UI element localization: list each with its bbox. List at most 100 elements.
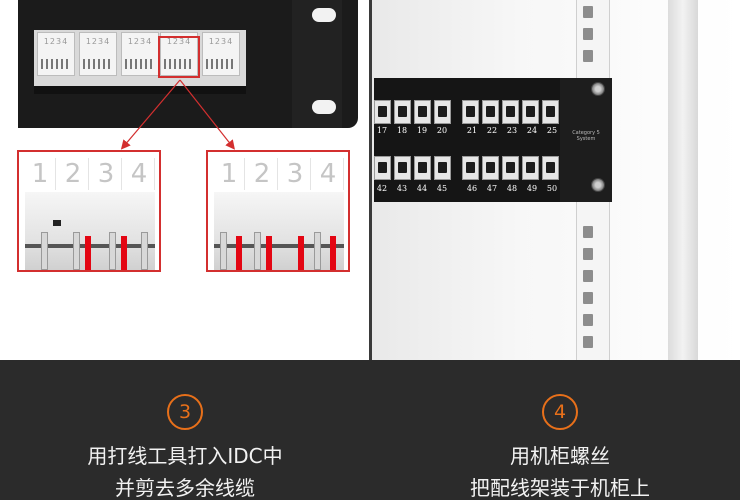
- port-numbers-top-b: 21 22 23 24 25: [462, 126, 562, 135]
- rack-hole: [583, 336, 593, 348]
- idc-module-pins: [41, 59, 71, 69]
- ear-label-line2: System: [576, 136, 596, 142]
- idc-blade: [220, 232, 227, 270]
- rack-hole: [583, 270, 593, 282]
- zoom-module-body: [25, 192, 155, 270]
- zoom-digit: 4: [124, 158, 155, 190]
- port-number: 43: [396, 184, 408, 193]
- rj45-port: [394, 100, 411, 124]
- port-number: 42: [376, 184, 388, 193]
- idc-module-pins: [125, 59, 155, 69]
- rj45-port: [542, 156, 559, 180]
- wire-red: [266, 236, 272, 270]
- step-3-caption-line2: 并剪去多余线缆: [115, 476, 255, 500]
- rj45-port: [374, 100, 391, 124]
- idc-module: 1234: [37, 32, 75, 76]
- rj45-port: [434, 156, 451, 180]
- step-4-caption-line1: 用机柜螺丝: [510, 444, 610, 468]
- rack-hole: [583, 292, 593, 304]
- rj45-port: [482, 156, 499, 180]
- port-number: 21: [466, 126, 478, 135]
- idc-module-digits: 1234: [208, 37, 234, 46]
- rack-hole: [583, 28, 593, 40]
- zoom-view-before: 1 2 3 4: [17, 150, 161, 272]
- port-number: 50: [546, 184, 558, 193]
- mount-slot-top: [312, 8, 336, 22]
- port-number: 23: [506, 126, 518, 135]
- mount-slot-bottom: [312, 100, 336, 114]
- zoom-digit-row: 1 2 3 4: [25, 158, 155, 190]
- idc-module: 1234: [121, 32, 159, 76]
- idc-blade: [254, 232, 261, 270]
- port-number: 49: [526, 184, 538, 193]
- port-number: 18: [396, 126, 408, 135]
- zoom-marker: [53, 220, 61, 226]
- zoom-digit: 4: [313, 158, 344, 190]
- rj45-port: [434, 100, 451, 124]
- wire-red: [121, 236, 127, 270]
- idc-module-digits: 1234: [166, 37, 192, 46]
- step-number-badge: 4: [542, 394, 578, 430]
- port-number: 46: [466, 184, 478, 193]
- rj45-port: [394, 156, 411, 180]
- rack-post: [668, 0, 698, 360]
- zoom-digit: 1: [25, 158, 56, 190]
- idc-blade: [314, 232, 321, 270]
- rj45-port: [462, 100, 479, 124]
- rj45-port: [522, 100, 539, 124]
- rj45-port: [522, 156, 539, 180]
- rack-hole: [583, 248, 593, 260]
- port-group-bottom-b: [462, 156, 559, 180]
- port-group-top-b: [462, 100, 559, 124]
- zoom-rail: [214, 244, 344, 248]
- rack-screw-bottom: [591, 178, 605, 192]
- wire-red: [298, 236, 304, 270]
- idc-blade: [141, 232, 148, 270]
- step-number-badge: 3: [167, 394, 203, 430]
- wire-red: [236, 236, 242, 270]
- idc-module: 1234: [202, 32, 240, 76]
- zoom-digit: 2: [247, 158, 278, 190]
- rack-hole: [583, 314, 593, 326]
- rj45-port: [542, 100, 559, 124]
- rj45-port: [502, 100, 519, 124]
- idc-module-pins: [83, 59, 113, 69]
- port-number: 48: [506, 184, 518, 193]
- zoom-digit: 1: [214, 158, 245, 190]
- port-number: 47: [486, 184, 498, 193]
- rack-hole: [583, 6, 593, 18]
- idc-blade: [41, 232, 48, 270]
- rj45-port: [414, 156, 431, 180]
- idc-module-digits: 1234: [43, 37, 69, 46]
- port-numbers-top-a: 17 18 19 20: [372, 126, 452, 135]
- wire-red: [85, 236, 91, 270]
- port-numbers-bottom-a: 42 43 44 45: [372, 184, 452, 193]
- rj45-port: [414, 100, 431, 124]
- ear-label: Category 5 System: [566, 130, 606, 142]
- step-4-caption-line2: 把配线架装于机柜上: [470, 476, 650, 500]
- rack-screw-top: [591, 82, 605, 96]
- rj45-port: [502, 156, 519, 180]
- highlight-box: [158, 36, 200, 78]
- ear-label-line1: Category 5: [572, 130, 600, 136]
- port-number: 45: [436, 184, 448, 193]
- idc-module-digits: 1234: [127, 37, 153, 46]
- idc-module-digits: 1234: [85, 37, 111, 46]
- idc-blade: [73, 232, 80, 270]
- idc-blade: [109, 232, 116, 270]
- port-number: 20: [436, 126, 448, 135]
- rj45-port: [462, 156, 479, 180]
- zoom-digit-row: 1 2 3 4: [214, 158, 344, 190]
- zoom-digit: 3: [91, 158, 122, 190]
- rack-hole: [583, 50, 593, 62]
- port-number: 44: [416, 184, 428, 193]
- port-group-top-a: [374, 100, 451, 124]
- rj45-port: [482, 100, 499, 124]
- zoom-module-body: [214, 192, 344, 270]
- idc-module-pins: [206, 59, 236, 69]
- port-number: 24: [526, 126, 538, 135]
- photo-divider: [369, 0, 373, 360]
- rj45-port: [374, 156, 391, 180]
- zoom-digit: 2: [58, 158, 89, 190]
